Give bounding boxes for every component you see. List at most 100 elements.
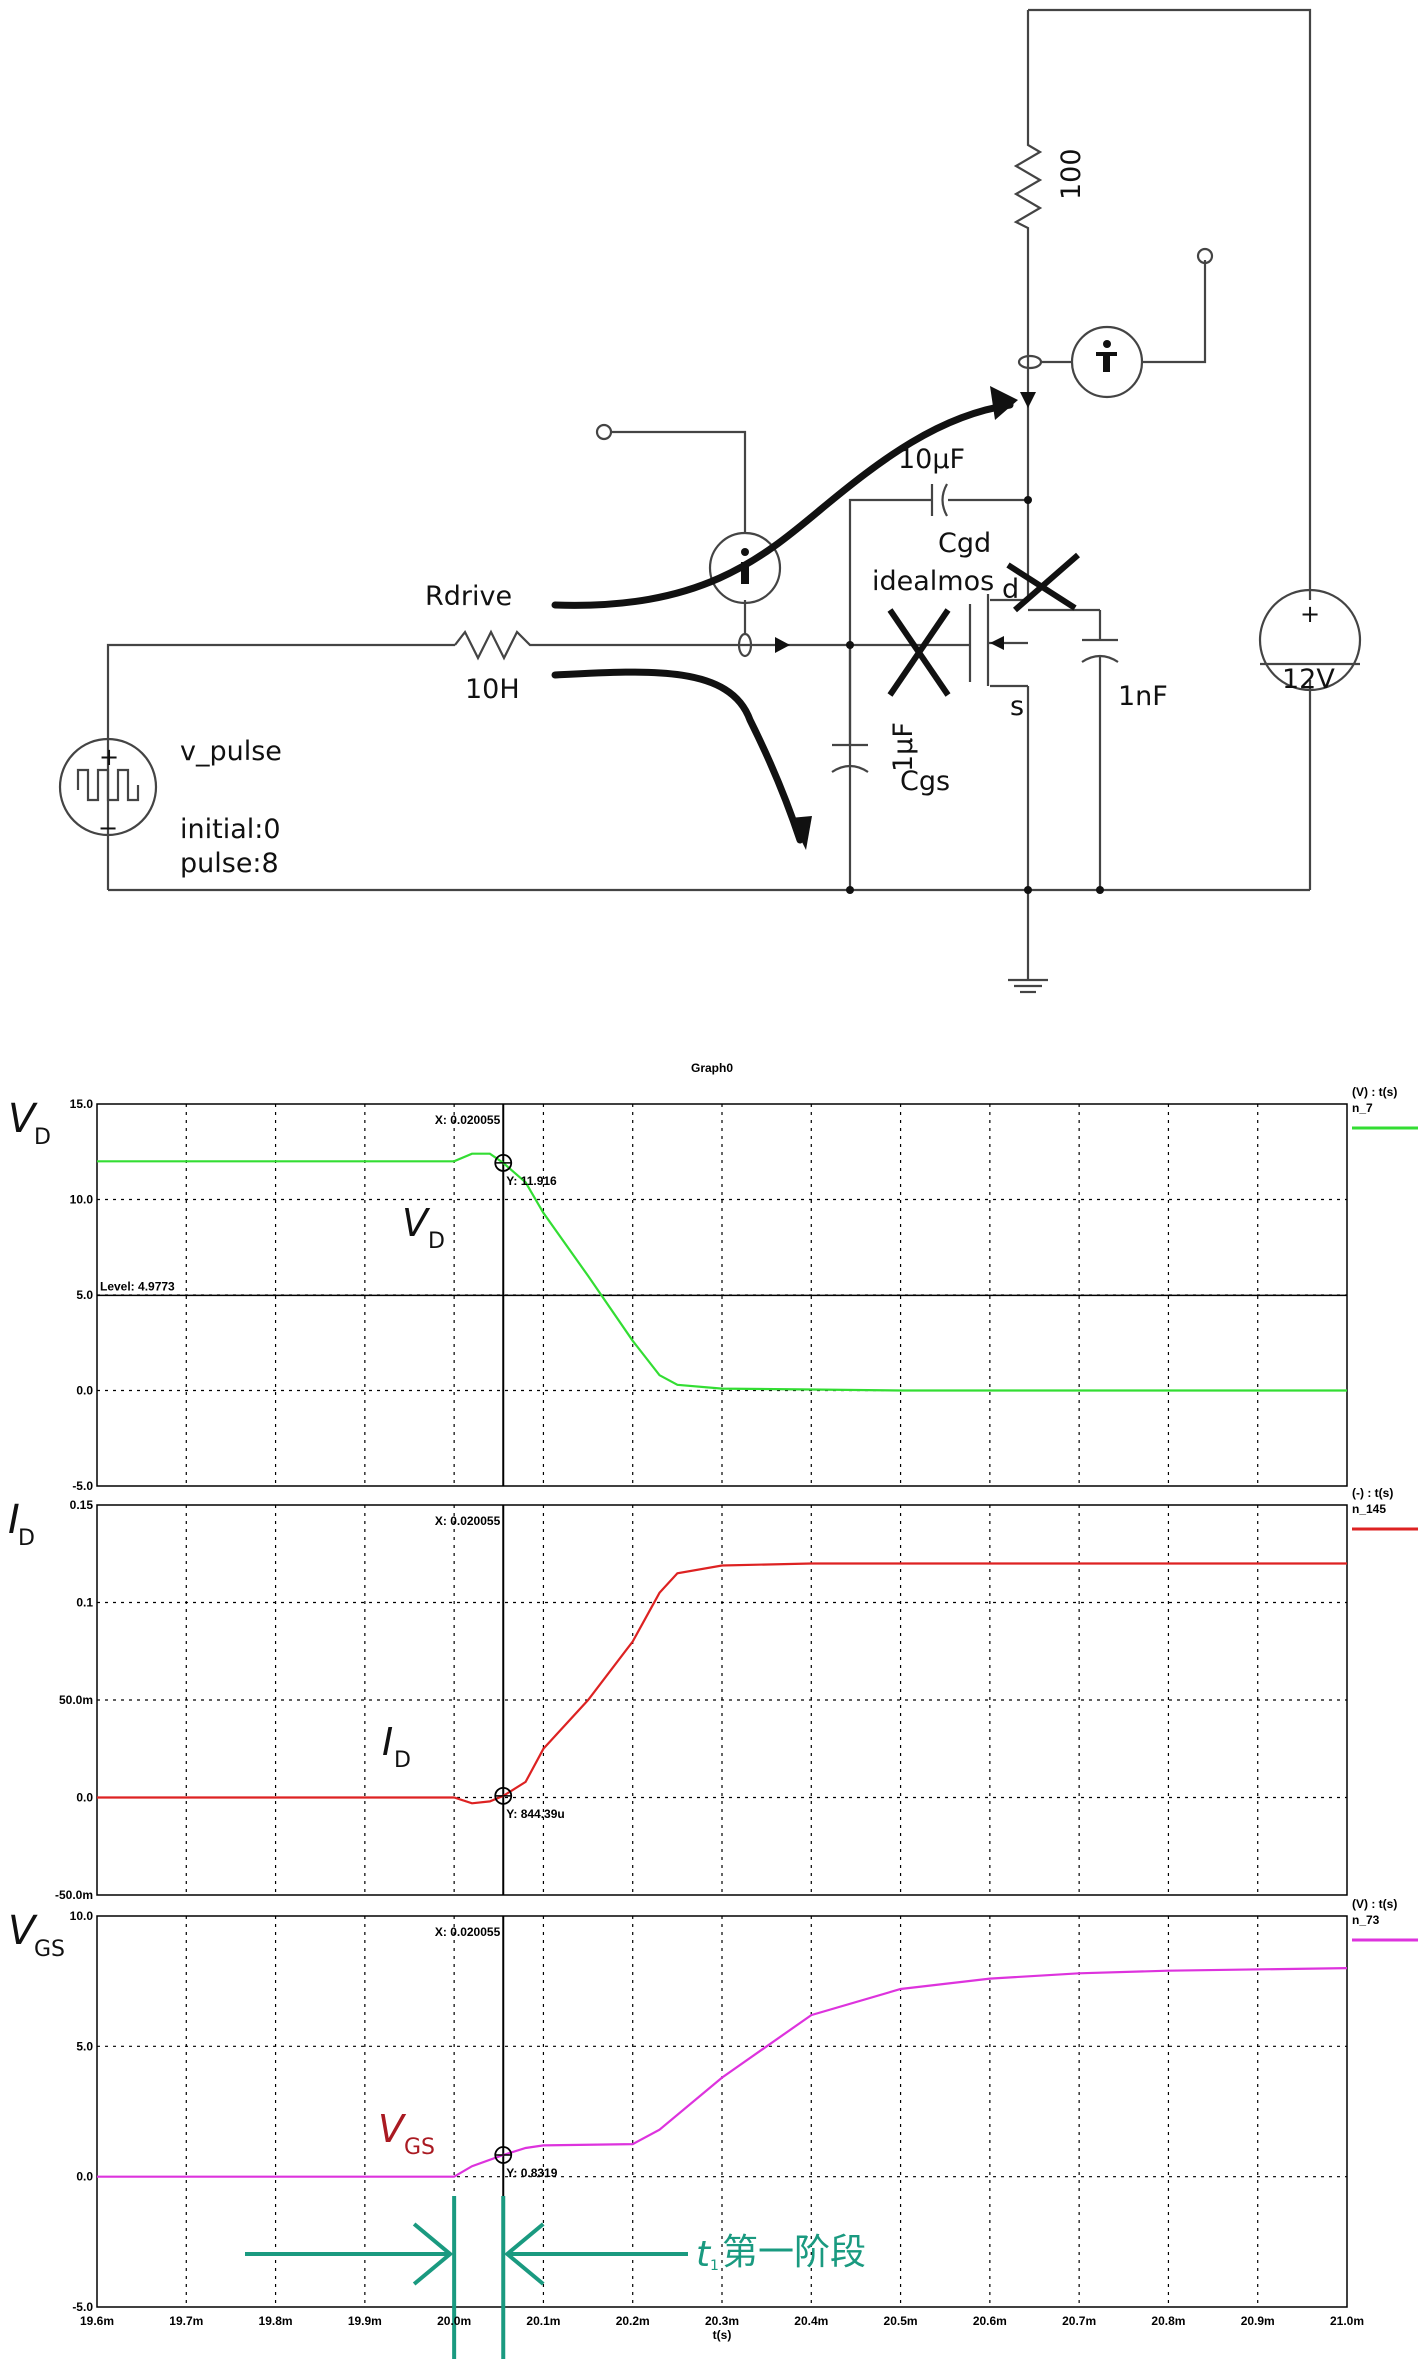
supply-source-symbol	[1258, 588, 1362, 692]
label-source-initial: initial:0	[180, 814, 281, 845]
label-source-pulse: pulse:8	[180, 848, 279, 879]
y-tick-label: 50.0m	[59, 1693, 93, 1707]
legend-net-name: n_145	[1352, 1502, 1386, 1516]
x-tick-label: 21.0m	[1330, 2314, 1364, 2328]
rdrive-resistor	[454, 629, 540, 661]
y-tick-label: 0.0	[76, 1384, 93, 1398]
cursor-y-label: Y: 844.39u	[506, 1807, 564, 1821]
panel-label: V	[8, 1096, 38, 1142]
y-tick-label: 0.0	[76, 2170, 93, 2184]
stage-label-t: t	[696, 2234, 712, 2275]
cursor-marker	[494, 1786, 513, 1805]
x-tick-label: 20.0m	[437, 2314, 471, 2328]
label-cap-10uF: 10μF	[898, 444, 965, 475]
cursor-y-label: Y: 11.916	[506, 1174, 557, 1188]
label-rdrive: Rdrive	[425, 581, 512, 612]
y-tick-label: 0.1	[76, 1596, 93, 1610]
probe-terminal-top	[1196, 247, 1214, 265]
pulse-source-symbol	[58, 737, 158, 837]
panel-label-sub: GS	[34, 1937, 65, 1962]
resistor-100	[1013, 140, 1043, 232]
plot-frame	[96, 1915, 1348, 2308]
x-tick-label: 19.8m	[259, 2314, 293, 2328]
wire-top	[1028, 8, 1312, 600]
label-cgs: Cgs	[900, 766, 950, 797]
label-cgd: Cgd	[938, 528, 991, 559]
arrow-to-cgs	[551, 668, 804, 844]
y-tick-label: 0.0	[76, 1791, 93, 1805]
graph-title: Graph0	[691, 1061, 733, 1075]
cursor-x-label: X: 0.020055	[435, 1925, 501, 1939]
x-tick-label: 20.5m	[884, 2314, 918, 2328]
stage-arrowhead-left	[412, 2222, 454, 2286]
x-tick-label: 20.6m	[973, 2314, 1007, 2328]
panel-label: V	[8, 1908, 38, 1954]
inline-label: V	[378, 2107, 407, 2151]
y-tick-label: 0.15	[70, 1498, 94, 1512]
label-cap-1uF: 1μF	[888, 722, 919, 772]
legend-net-name: n_73	[1352, 1913, 1380, 1927]
legend-net-name: n_7	[1352, 1101, 1373, 1115]
x-tick-label: 20.1m	[526, 2314, 560, 2328]
unit-header: (-) : t(s)	[1352, 1486, 1393, 1500]
level-label: Level: 4.9773	[100, 1279, 175, 1293]
y-tick-label: 5.0	[76, 2039, 93, 2053]
x-tick-label: 19.9m	[348, 2314, 382, 2328]
x-axis-label: t(s)	[713, 2328, 732, 2342]
label-pin-d: d	[1002, 574, 1019, 605]
y-tick-label: 10.0	[70, 1909, 94, 1923]
label-resistor-100: 100	[1056, 148, 1087, 200]
circuit-schematic: 100 10μF Cgd idealmos d s 1nF 1μF Cgs Rd…	[58, 8, 1362, 994]
x-tick-label: 20.9m	[1241, 2314, 1275, 2328]
unit-header: (V) : t(s)	[1352, 1897, 1397, 1911]
minus-sign-pulse: −	[98, 814, 118, 842]
unit-header: (V) : t(s)	[1352, 1085, 1397, 1099]
label-cap-1nF: 1nF	[1118, 681, 1168, 712]
x-tick-label: 20.8m	[1151, 2314, 1185, 2328]
y-tick-label: 5.0	[76, 1288, 93, 1302]
cursor-marker	[494, 1154, 513, 1172]
series-line-n_7	[97, 1152, 1347, 1392]
y-tick-label: 10.0	[70, 1193, 94, 1207]
x-tick-label: 19.7m	[169, 2314, 203, 2328]
label-pin-s: s	[1010, 691, 1024, 722]
cursor-x-label: X: 0.020055	[435, 1113, 501, 1127]
panel-label-sub: D	[34, 1125, 51, 1150]
y-tick-label: -50.0m	[55, 1888, 93, 1902]
x-tick-label: 19.6m	[80, 2314, 114, 2328]
plot-frame	[96, 1504, 1348, 1896]
cursor-x-label: X: 0.020055	[435, 1514, 501, 1528]
x-tick-label: 20.4m	[794, 2314, 828, 2328]
label-inductor: 10H	[465, 674, 520, 705]
plus-sign-pulse: +	[99, 743, 119, 771]
inline-label-sub: D	[394, 1748, 411, 1773]
stage-label-text: 第一阶段	[722, 2232, 866, 2273]
inline-label: I	[382, 1720, 393, 1764]
y-tick-label: 15.0	[70, 1097, 94, 1111]
cap-10uF-plate-right	[941, 483, 948, 517]
y-tick-label: -5.0	[72, 2300, 93, 2314]
inline-label-sub: D	[428, 1229, 445, 1254]
panel-label: I	[8, 1497, 20, 1543]
arrow-to-drain	[551, 401, 1014, 609]
label-supply: 12V	[1282, 664, 1335, 695]
stage-arrowhead-right	[504, 2222, 545, 2286]
panel-label-sub: D	[18, 1526, 35, 1551]
plot-frame	[96, 1103, 1348, 1487]
plus-sign-supply: +	[1300, 600, 1320, 628]
stage-label-sub: 1	[710, 2258, 719, 2274]
label-idealmos: idealmos	[872, 566, 994, 597]
cursor-marker	[494, 2146, 513, 2164]
cursor-y-label: Y: 0.8319	[506, 2166, 557, 2180]
probe-terminal-left	[595, 423, 613, 441]
x-tick-label: 20.3m	[705, 2314, 739, 2328]
y-tick-label: -5.0	[72, 1479, 93, 1493]
label-source-name: v_pulse	[180, 736, 282, 767]
x-tick-label: 20.2m	[616, 2314, 650, 2328]
inline-label-sub: GS	[404, 2135, 435, 2160]
inline-label: V	[402, 1201, 431, 1245]
series-line-n_145	[97, 1562, 1347, 1805]
mosfet-body	[986, 594, 1028, 688]
drain-probe-loop	[1017, 354, 1043, 370]
series-line-n_73	[97, 1967, 1348, 2178]
